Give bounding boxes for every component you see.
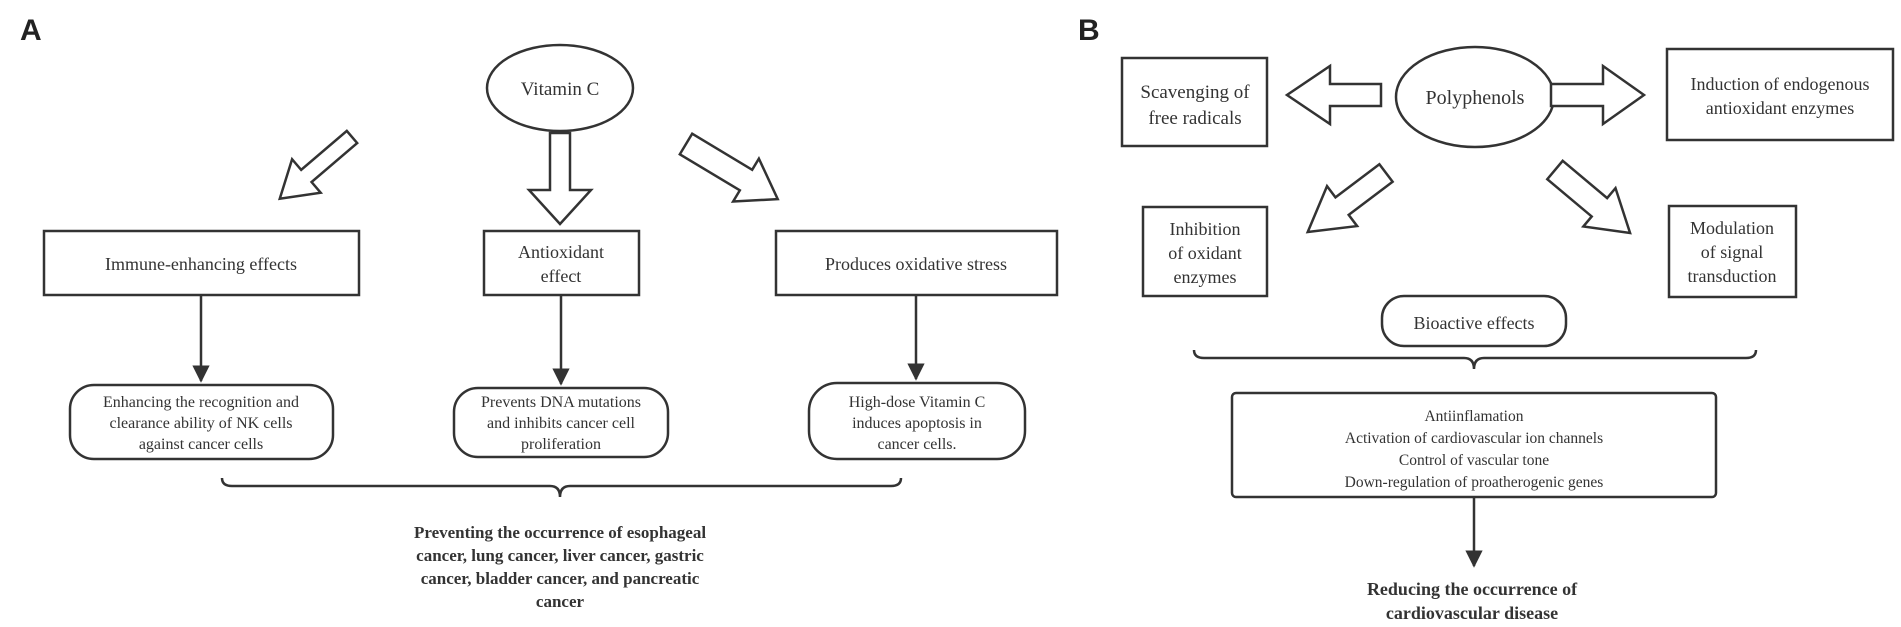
effect-box-modulation: Modulation of signal transduction [1667,204,1798,299]
outcome-box-rect [452,386,670,459]
panel-a-letter: A [20,14,42,47]
outcome-box-rect [68,383,335,461]
effect-label-immune: Immune-enhancing effects [105,254,297,274]
effect-box-antioxidant: Antioxidant effect [482,229,641,297]
induction-line1: Induction of endogenous [1691,74,1870,94]
hollow-arrow-shape [277,129,359,201]
outcome-nk-line1: Enhancing the recognition and [103,394,299,411]
hollow-arrow-shape [1549,63,1647,127]
outcome-nk-cells: Enhancing the recognition and clearance … [68,383,335,461]
hollow-arrow-down-right-b [1545,159,1632,235]
outcome-dna-line3: proliferation [521,436,601,453]
effects-list-item: Activation of cardiovascular ion channel… [1345,430,1603,447]
conclusion-a-line4: cancer [536,592,585,611]
bioactive-box-rect [1380,294,1568,348]
effect-box-rect [1667,204,1798,299]
outcome-dna-mutations: Prevents DNA mutations and inhibits canc… [452,386,670,459]
effect-box-scavenging: Scavenging of free radicals [1120,56,1269,148]
effect-box-immune: Immune-enhancing effects [42,229,361,297]
vitamin-c-ellipse [485,43,635,133]
inhibition-line3: enzymes [1174,267,1237,287]
outcome-dna-line1: Prevents DNA mutations [481,394,641,411]
hollow-arrow-shape [526,131,594,226]
effects-list-box: Antiinflamation Activation of cardiovasc… [1230,391,1718,499]
hollow-arrow-right-a [678,131,780,203]
modulation-line1: Modulation [1690,218,1774,238]
conclusion-a-line2: cancer, lung cancer, liver cancer, gastr… [416,546,704,565]
polyphenols-node: Polyphenols [1394,45,1556,149]
panel-b: B Polyphenols Scavenging of free radical… [1078,14,1895,623]
vitamin-c-label: Vitamin C [521,79,600,100]
effects-list-item: Control of vascular tone [1399,452,1549,469]
outcome-apoptosis-line1: High-dose Vitamin C [849,394,986,411]
effect-label-antioxidant-line1: Antioxidant [518,242,604,262]
modulation-line3: transduction [1688,266,1777,286]
bioactive-effects-node: Bioactive effects [1380,294,1568,348]
hollow-arrow-down-a [526,131,594,226]
conclusion-a-line1: Preventing the occurrence of esophageal [414,523,706,542]
outcome-nk-line3: against cancer cells [139,436,263,453]
outcome-apoptosis-line2: induces apoptosis in [852,415,982,432]
scavenging-line2: free radicals [1148,108,1241,129]
hollow-arrow-down-left-b [1305,162,1395,234]
vitamin-c-node: Vitamin C [485,43,635,133]
hollow-arrow-shape [1545,159,1632,235]
inhibition-line2: of oxidant [1168,243,1242,263]
hollow-arrow-shape [678,131,780,203]
curly-brace-a [220,477,903,498]
outcome-box-rect [807,381,1027,461]
outcome-dna-line2: and inhibits cancer cell [487,415,635,432]
conclusion-a: Preventing the occurrence of esophageal … [414,523,706,611]
effect-box-rect [1141,205,1269,298]
hollow-arrow-right-b [1549,63,1647,127]
bioactive-label: Bioactive effects [1413,313,1534,333]
scavenging-line1: Scavenging of [1140,82,1250,103]
effect-box-rect [482,229,641,297]
conclusion-b: Reducing the occurrence of cardiovascula… [1367,579,1578,623]
effect-box-rect [774,229,1059,297]
polyphenols-label: Polyphenols [1426,87,1525,109]
conclusion-a-line3: cancer, bladder cancer, and pancreatic [421,569,700,588]
outcome-apoptosis-line3: cancer cells. [877,436,956,453]
effect-label-oxidative: Produces oxidative stress [825,254,1007,274]
curly-brace-b [1192,349,1758,370]
effect-label-antioxidant-line2: effect [541,266,582,286]
inhibition-line1: Inhibition [1170,219,1241,239]
induction-line2: antioxidant enzymes [1706,98,1854,118]
conclusion-b-line2: cardiovascular disease [1386,603,1558,623]
effect-box-rect [1120,56,1269,148]
panel-a: A Vitamin C Immune-enhancing effects Ant… [20,14,1059,611]
effect-box-rect [42,229,361,297]
conclusion-b-line1: Reducing the occurrence of [1367,579,1578,599]
hollow-arrow-shape [1305,162,1395,234]
effects-list-item: Antiinflamation [1424,408,1523,425]
hollow-arrow-shape [1284,63,1383,127]
panel-b-letter: B [1078,14,1100,47]
hollow-arrow-left-a [277,129,359,201]
outcome-apoptosis: High-dose Vitamin C induces apoptosis in… [807,381,1027,461]
effect-box-induction: Induction of endogenous antioxidant enzy… [1665,47,1895,142]
effect-box-rect [1665,47,1895,142]
hollow-arrow-left-b [1284,63,1383,127]
modulation-line2: of signal [1701,242,1764,262]
effects-list-item: Down-regulation of proatherogenic genes [1345,474,1604,491]
effect-box-inhibition: Inhibition of oxidant enzymes [1141,205,1269,298]
outcome-nk-line2: clearance ability of NK cells [109,415,292,432]
effect-box-oxidative-stress: Produces oxidative stress [774,229,1059,297]
